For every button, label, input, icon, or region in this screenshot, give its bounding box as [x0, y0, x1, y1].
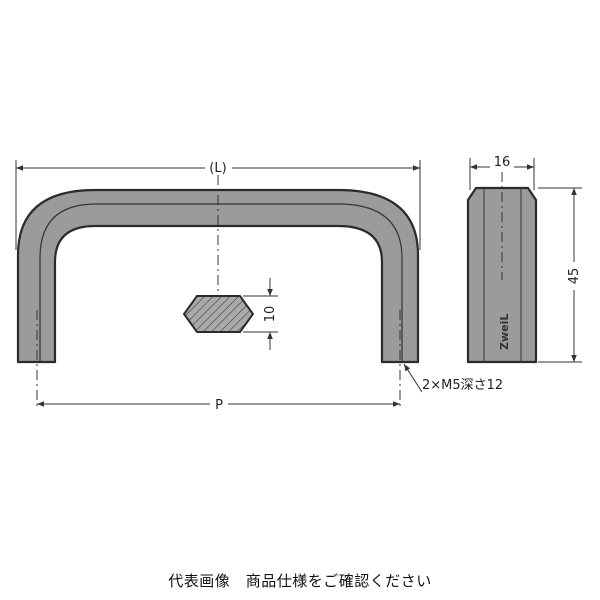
dim-16-label: 16 — [494, 155, 511, 170]
handle-side-view: ZweiL — [466, 172, 538, 364]
leader-line — [403, 363, 423, 393]
handle-edge-line — [39, 203, 403, 362]
handle-front-view — [16, 175, 420, 408]
thread-note-label: 2×M5深さ12 — [422, 378, 503, 393]
dim-side-width: 16 — [469, 155, 535, 190]
dim-45-label: 45 — [567, 268, 582, 285]
brand-mark: ZweiL — [498, 314, 511, 350]
dim-pitch: P — [37, 398, 400, 413]
dim-section-label: 10 — [263, 306, 278, 323]
cross-section: 10 — [182, 278, 278, 350]
dim-L-label: (L) — [209, 161, 226, 176]
section-hatched-shape — [182, 295, 255, 333]
dim-height: 45 — [538, 187, 582, 363]
caption-text: 代表画像 商品仕様をご確認ください — [168, 572, 432, 590]
dim-P-label: P — [215, 398, 223, 413]
dim-overall-length: (L) — [15, 160, 421, 250]
thread-note: 2×M5深さ12 — [403, 363, 503, 393]
